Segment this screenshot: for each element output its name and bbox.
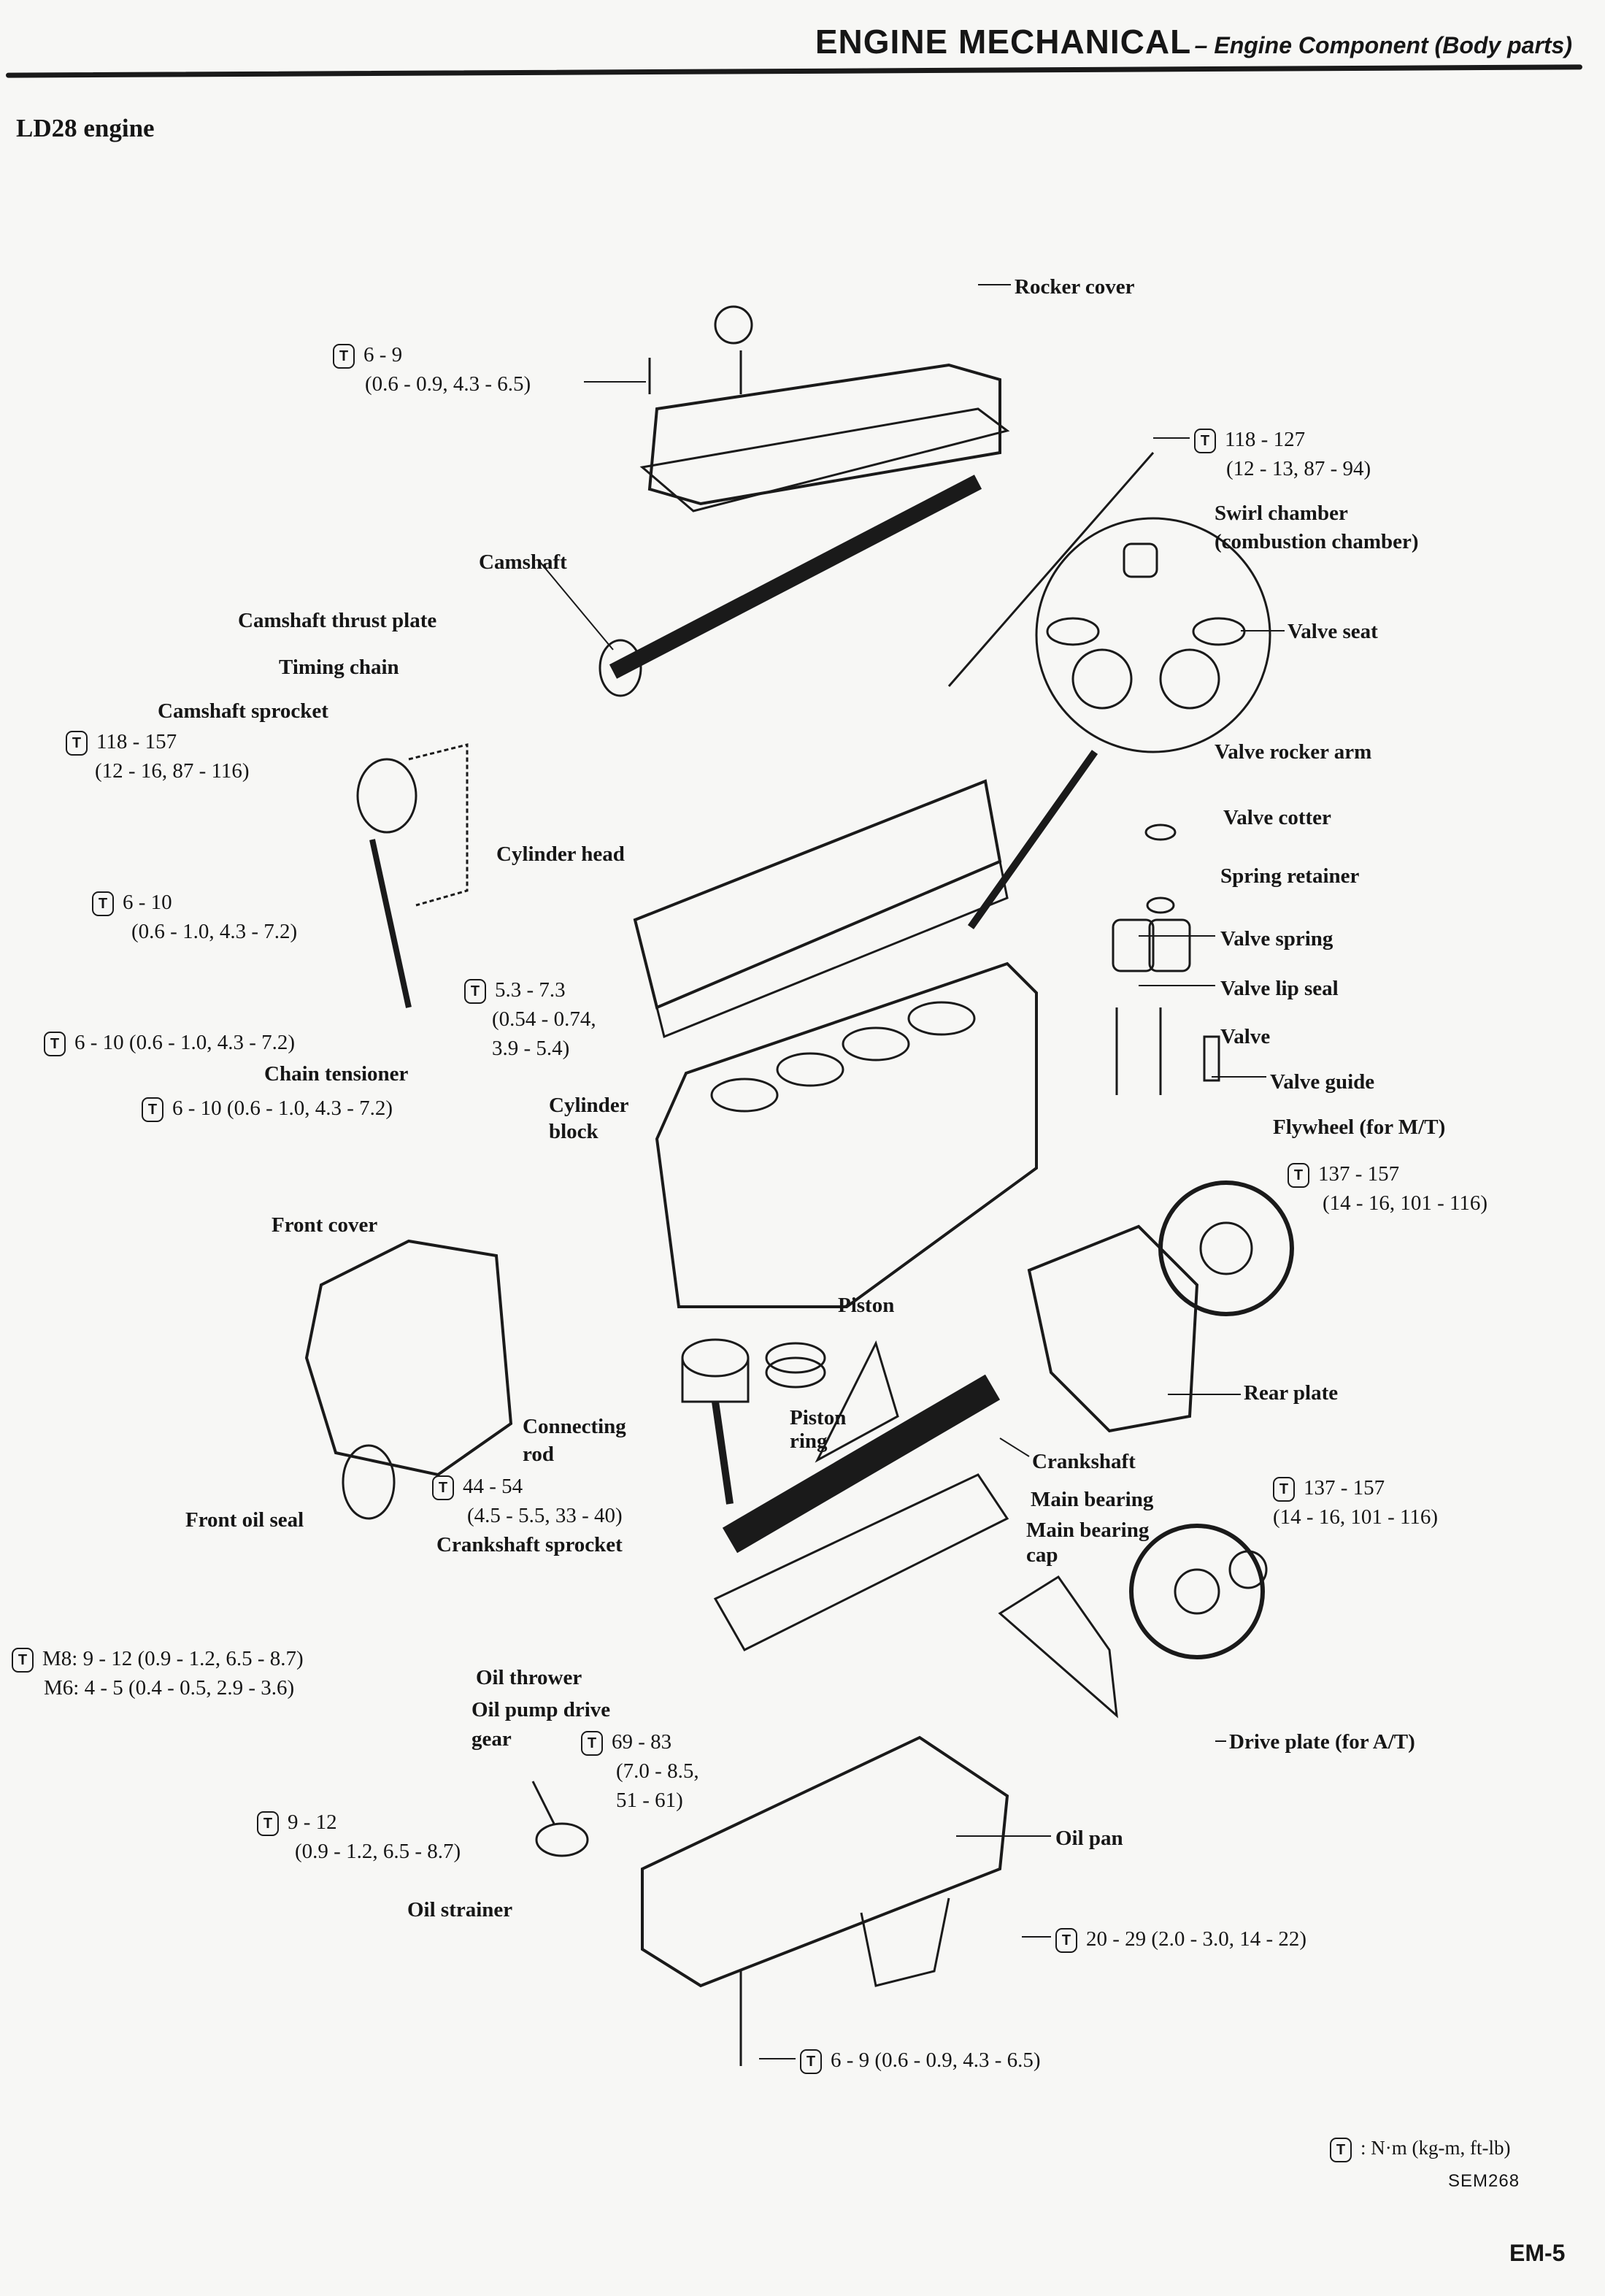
torque-icon: T [432, 1475, 454, 1501]
label-cylinder-block: Cylinder [549, 1094, 629, 1117]
label-main-bearing-cap: Main bearing [1026, 1518, 1150, 1542]
label-oil-pump-drive-gear: Oil pump drive [472, 1698, 611, 1721]
torque-icon: T [1055, 1928, 1077, 1954]
label-main-bearing: Main bearing [1031, 1488, 1154, 1511]
torque-icon: T [1288, 1163, 1309, 1189]
oil-strainer-drawing [531, 1781, 589, 1857]
label-valve-lip-seal: Valve lip seal [1220, 977, 1339, 1000]
label-connecting-rod: Connecting [523, 1415, 626, 1438]
torque-icon: T [142, 1097, 163, 1123]
label-oil-strainer: Oil strainer [407, 1898, 513, 1921]
label-connecting-rod-sub: rod [523, 1443, 554, 1466]
label-camshaft: Camshaft [479, 550, 567, 574]
section-title: LD28 engine [16, 114, 155, 142]
torque-icon: T [257, 1811, 279, 1837]
label-flywheel: Flywheel (for M/T) [1273, 1116, 1446, 1139]
torque-icon: T [1273, 1477, 1295, 1502]
torque-icon: T [1330, 2137, 1352, 2162]
torque-legend: T: N·m (kg-m, ft-lb) [1330, 2133, 1510, 2162]
label-rear-plate: Rear plate [1244, 1381, 1339, 1405]
header-title: ENGINE MECHANICAL [815, 23, 1192, 61]
label-valve-cotter: Valve cotter [1223, 806, 1331, 829]
label-piston-ring-sub: ring [790, 1429, 828, 1453]
oil-pan-drawing [641, 1735, 1009, 2066]
rear-plate-drawing [998, 1224, 1199, 1719]
front-cover-drawing [304, 1239, 513, 1520]
valve-detail-circle [947, 452, 1271, 929]
label-crankshaft-sprocket: Crankshaft sprocket [436, 1533, 623, 1556]
rocker-cover-drawing [639, 305, 1010, 512]
label-valve-rocker-arm: Valve rocker arm [1215, 740, 1372, 764]
torque-icon: T [12, 1648, 34, 1673]
label-rocker-cover: Rocker cover [1015, 275, 1135, 299]
label-oil-thrower: Oil thrower [476, 1666, 582, 1689]
torque-icon: T [66, 731, 88, 756]
page-header: ENGINE MECHANICAL – Engine Component (Bo… [815, 22, 1572, 61]
page-number: EM-5 [1509, 2240, 1566, 2266]
label-swirl-chamber-sub: (combustion chamber) [1215, 530, 1419, 553]
label-camshaft-thrust-plate: Camshaft thrust plate [238, 609, 437, 632]
label-valve-spring: Valve spring [1220, 927, 1333, 951]
label-cylinder-block-sub: block [549, 1120, 598, 1143]
label-cylinder-head: Cylinder head [496, 842, 625, 866]
label-drive-plate: Drive plate (for A/T) [1229, 1730, 1415, 1754]
torque-icon: T [581, 1731, 603, 1756]
label-oil-pump-drive-gear-sub: gear [472, 1727, 512, 1751]
figure-id: SEM268 [1448, 2171, 1520, 2191]
bearing-caps-drawing [713, 1473, 1009, 1651]
piston-drawing [681, 1338, 826, 1505]
label-piston: Piston [838, 1294, 895, 1317]
label-crankshaft: Crankshaft [1032, 1450, 1136, 1473]
valve-train-drawing [1112, 823, 1220, 1095]
label-front-oil-seal: Front oil seal [185, 1508, 304, 1532]
timing-chain-drawing [356, 743, 469, 1008]
label-piston-ring: Piston [790, 1406, 847, 1429]
flywheel-drawing [1129, 1180, 1294, 1659]
cylinder-block-drawing [655, 961, 1038, 1308]
label-valve-guide: Valve guide [1270, 1070, 1375, 1094]
label-valve-seat: Valve seat [1288, 620, 1378, 643]
camshaft-drawing [598, 475, 982, 697]
label-spring-retainer: Spring retainer [1220, 864, 1360, 888]
label-timing-chain: Timing chain [279, 656, 399, 679]
header-subtitle: – Engine Component (Body parts) [1194, 32, 1572, 58]
torque-icon: T [1194, 429, 1216, 454]
torque-icon: T [44, 1032, 66, 1057]
label-main-bearing-cap-sub: cap [1026, 1543, 1058, 1567]
crankshaft-drawing [722, 1340, 1001, 1554]
label-camshaft-sprocket: Camshaft sprocket [158, 699, 328, 723]
leader-lines [539, 284, 1285, 2059]
label-oil-pan: Oil pan [1055, 1827, 1123, 1850]
torque-icon: T [92, 891, 114, 917]
label-chain-tensioner: Chain tensioner [264, 1062, 409, 1086]
cylinder-head-drawing [633, 779, 1009, 1039]
torque-icon: T [333, 344, 355, 369]
label-front-cover: Front cover [272, 1213, 378, 1237]
torque-icon: T [800, 2049, 822, 2075]
label-swirl-chamber: Swirl chamber [1215, 502, 1348, 525]
label-valve: Valve [1220, 1025, 1271, 1048]
torque-icon: T [464, 979, 486, 1005]
